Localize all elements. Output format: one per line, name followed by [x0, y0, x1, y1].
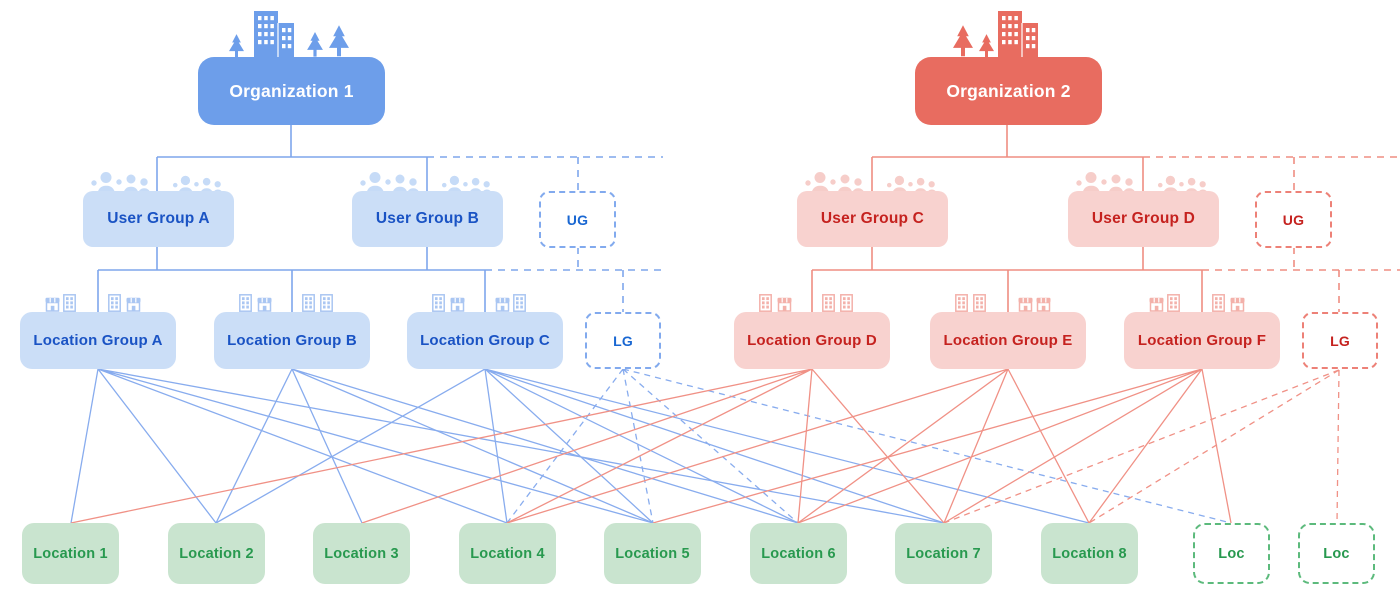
location-group-e-stores-icon	[955, 294, 1052, 312]
org1-node: Organization 1	[198, 57, 385, 125]
user-group-c-node: User Group C	[797, 191, 948, 247]
location-6-node: Location 6	[750, 523, 847, 584]
location-group-b-stores-icon	[239, 294, 333, 312]
location-group-c-stores-icon	[432, 294, 526, 312]
location-3-node: Location 3	[313, 523, 410, 584]
location-group-a-stores-icon	[45, 294, 142, 312]
blue-location-links	[70, 368, 1232, 524]
location-group-b-node: Location Group B	[214, 312, 370, 369]
location-4-node: Location 4	[459, 523, 556, 584]
user-group-a-node: User Group A	[83, 191, 234, 247]
location-5-node: Location 5	[604, 523, 701, 584]
location-group-placeholder-blue: LG	[585, 312, 661, 369]
red-location-links	[70, 368, 1340, 524]
location-8-node: Location 8	[1041, 523, 1138, 584]
location-1-node: Location 1	[22, 523, 119, 584]
location-group-a-node: Location Group A	[20, 312, 176, 369]
location-group-e-node: Location Group E	[930, 312, 1086, 369]
location-placeholder-2: Loc	[1298, 523, 1375, 584]
location-group-f-node: Location Group F	[1124, 312, 1280, 369]
org1-tree-connectors	[97, 125, 663, 312]
user-group-placeholder-red: UG	[1255, 191, 1332, 248]
org2-node: Organization 2	[915, 57, 1102, 125]
user-group-placeholder-blue: UG	[539, 191, 616, 248]
location-group-d-stores-icon	[759, 294, 853, 312]
user-group-b-node: User Group B	[352, 191, 503, 247]
user-group-d-node: User Group D	[1068, 191, 1219, 247]
org1-campus-icon	[229, 11, 349, 58]
org2-tree-connectors	[811, 125, 1400, 312]
location-2-node: Location 2	[168, 523, 265, 584]
location-placeholder-1: Loc	[1193, 523, 1270, 584]
location-group-f-stores-icon	[1149, 294, 1246, 312]
location-group-c-node: Location Group C	[407, 312, 563, 369]
location-group-placeholder-red: LG	[1302, 312, 1378, 369]
org2-campus-icon	[953, 11, 1038, 58]
location-group-d-node: Location Group D	[734, 312, 890, 369]
location-7-node: Location 7	[895, 523, 992, 584]
